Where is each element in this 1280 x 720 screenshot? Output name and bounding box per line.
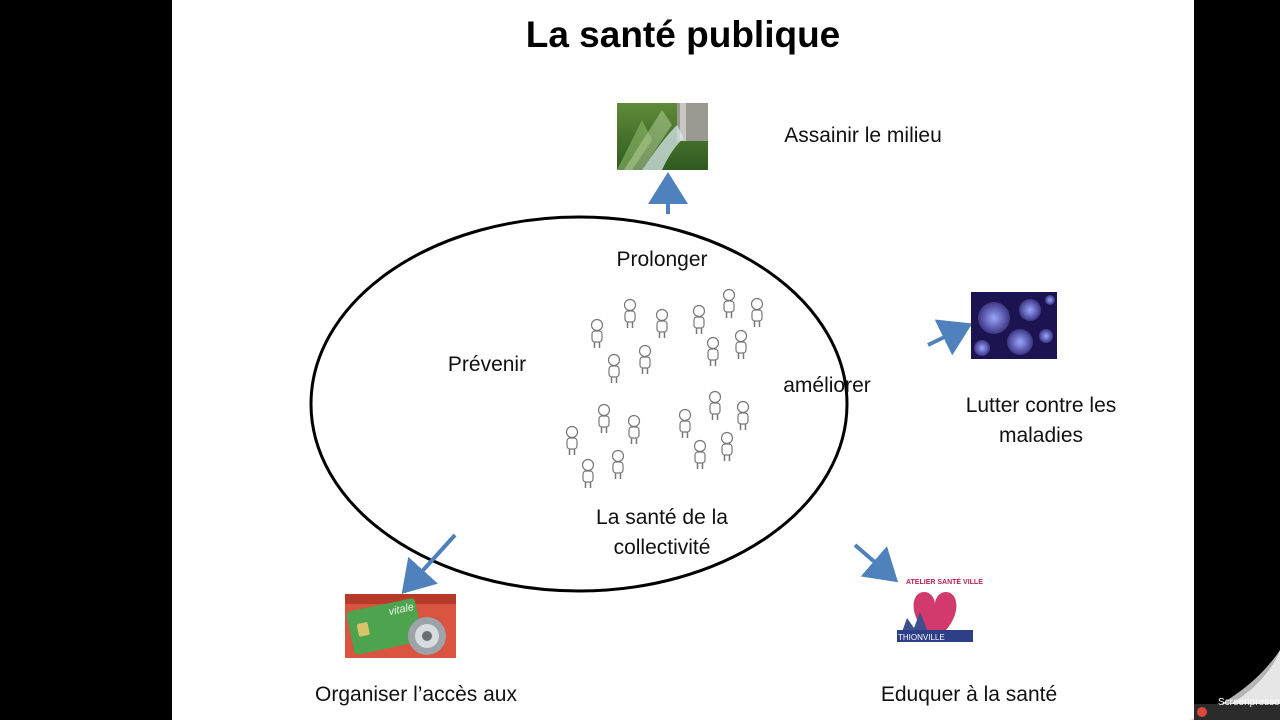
label-lutter-line1: Lutter contre les: [965, 394, 1117, 417]
central-ellipse: [309, 215, 849, 593]
virus-image: [971, 292, 1057, 359]
arrow-to-right: [927, 319, 973, 356]
people-group: [565, 288, 764, 489]
label-collectivite-line1: La santé de la: [596, 506, 728, 529]
label-collectivite-line2: collectivité: [613, 536, 711, 559]
slide: La santé publique: [172, 0, 1194, 720]
label-assainir: Assainir le milieu: [784, 124, 942, 147]
environment-image: [617, 103, 708, 170]
arrow-to-bottom-right: [853, 543, 899, 583]
carte-vitale-image: vitale: [345, 594, 456, 658]
atelier-sante-ville-logo: THIONVILLE ATELIER SANTÉ VILLE: [897, 575, 983, 649]
label-ameliorer: améliorer: [783, 374, 871, 397]
diagram-canvas: vitale THIONVILLE ATELIER SANTÉ VILLE: [309, 103, 1057, 658]
label-organiser: Organiser l’accès aux: [315, 683, 517, 706]
label-prevenir: Prévenir: [447, 353, 527, 376]
label-prolonger: Prolonger: [616, 248, 708, 271]
label-eduquer: Eduquer à la santé: [880, 683, 1058, 706]
logo-city-text: THIONVILLE: [898, 633, 945, 642]
logo-top-text: ATELIER SANTÉ VILLE: [906, 577, 983, 586]
label-lutter-line2: maladies: [998, 424, 1084, 447]
watermark-text: Screenpresso: [1218, 697, 1280, 708]
card-text: vitale: [388, 601, 416, 618]
arrow-to-bottom-left: [401, 533, 457, 594]
page-curl: [1190, 650, 1280, 720]
slide-title: La santé publique: [525, 14, 841, 55]
